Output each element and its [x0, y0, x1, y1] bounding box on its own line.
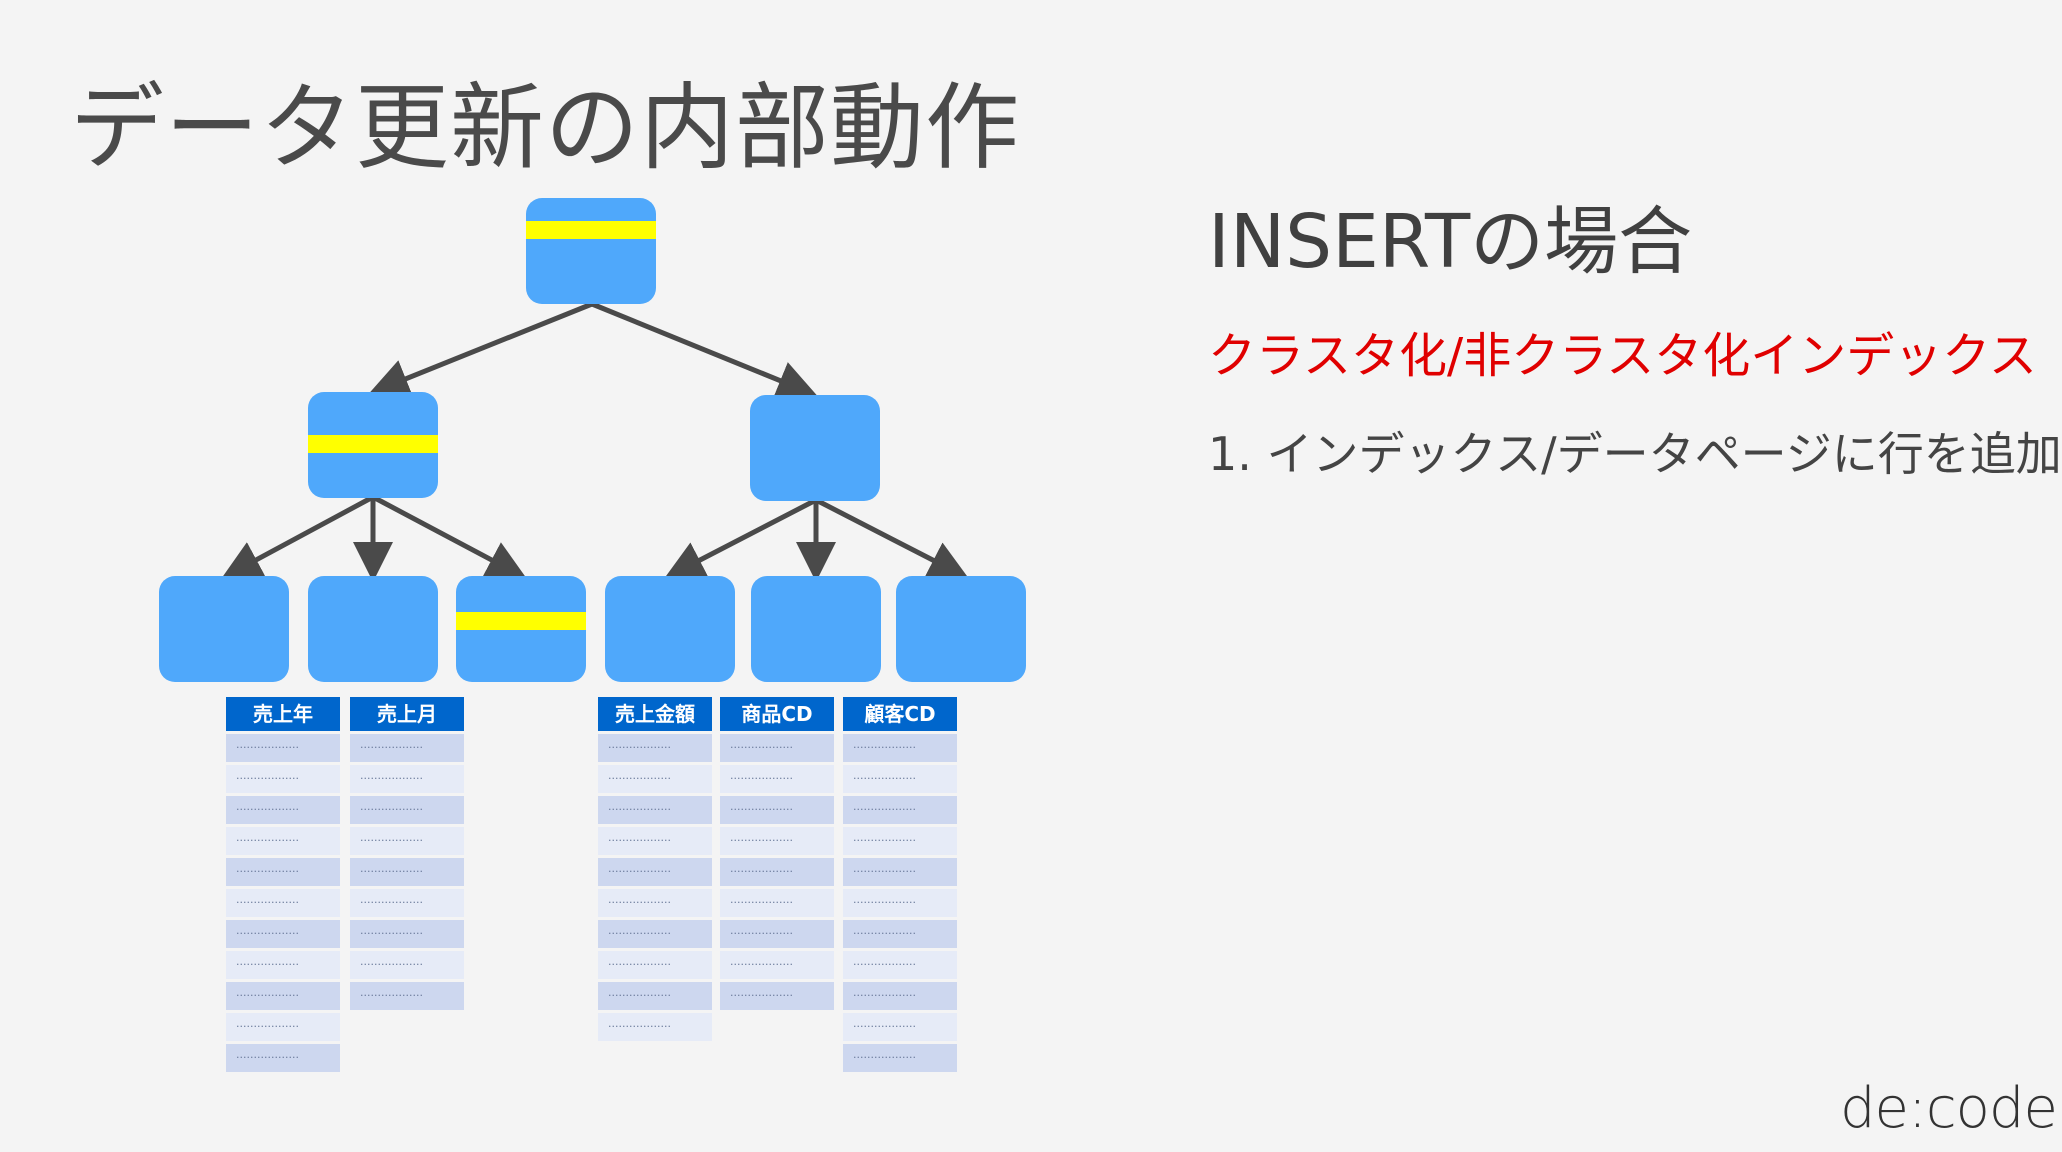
arrow-right-3: [814, 497, 969, 579]
table-row: ..................: [350, 858, 464, 886]
table-row: ..................: [843, 765, 957, 793]
table-row: ..................: [350, 982, 464, 1010]
arrow-left-1: [221, 494, 375, 579]
table-row: ..................: [843, 796, 957, 824]
table-row: ..................: [598, 1013, 712, 1041]
table-row: ..................: [720, 765, 834, 793]
table-row: ..................: [843, 920, 957, 948]
table-row: ..................: [598, 765, 712, 793]
column-table-product-cd: 商品CD ...................................…: [720, 697, 834, 1013]
insert-heading: INSERTの場合: [1208, 199, 1693, 285]
leaf-node-6: [896, 576, 1026, 682]
column-rows: ........................................…: [720, 734, 834, 1010]
table-row: ..................: [843, 1013, 957, 1041]
table-row: ..................: [226, 982, 340, 1010]
table-row: ..................: [226, 827, 340, 855]
table-row: ..................: [598, 827, 712, 855]
table-row: ..................: [843, 889, 957, 917]
column-header: 商品CD: [720, 697, 834, 731]
intermediate-node-right: [750, 395, 880, 501]
table-row: ..................: [598, 734, 712, 762]
table-row: ..................: [598, 858, 712, 886]
table-row: ..................: [598, 982, 712, 1010]
table-row: ..................: [843, 982, 957, 1010]
table-row: ..................: [598, 951, 712, 979]
leaf-node-2: [308, 576, 438, 682]
table-row: ..................: [598, 889, 712, 917]
table-row: ..................: [720, 796, 834, 824]
column-rows: ........................................…: [350, 734, 464, 1010]
intermediate-node-left: [308, 392, 438, 498]
arrow-left-3: [371, 494, 527, 579]
table-row: ..................: [226, 734, 340, 762]
table-row: ..................: [226, 765, 340, 793]
table-row: ..................: [350, 765, 464, 793]
table-row: ..................: [226, 858, 340, 886]
table-row: ..................: [843, 858, 957, 886]
leaf-node-5: [751, 576, 881, 682]
column-rows: ........................................…: [843, 734, 957, 1072]
table-row: ..................: [598, 920, 712, 948]
table-row: ..................: [720, 734, 834, 762]
slide-title: データ更新の内部動作: [70, 74, 1021, 183]
table-row: ..................: [226, 796, 340, 824]
table-row: ..................: [843, 951, 957, 979]
leaf-node-3: [456, 576, 586, 682]
table-row: ..................: [226, 889, 340, 917]
column-header: 売上金額: [598, 697, 712, 731]
decode-logo: de:code: [1840, 1076, 2058, 1141]
arrow-root-right: [591, 301, 818, 400]
table-row: ..................: [598, 796, 712, 824]
column-header: 売上月: [350, 697, 464, 731]
intermediate-left-highlight-row: [308, 435, 438, 453]
table-row: ..................: [350, 920, 464, 948]
step-1-text: 1. インデックス/データページに行を追加: [1208, 427, 2062, 481]
column-table-sales-amount: 売上金額 ...................................…: [598, 697, 712, 1044]
table-row: ..................: [843, 827, 957, 855]
table-row: ..................: [350, 889, 464, 917]
arrow-root-left: [368, 301, 593, 398]
root-node: [526, 198, 656, 304]
table-row: ..................: [720, 858, 834, 886]
column-header: 顧客CD: [843, 697, 957, 731]
arrow-right-1: [664, 497, 818, 579]
index-type-subtitle: クラスタ化/非クラスタ化インデックス: [1208, 328, 2037, 384]
leaf-3-highlight-row: [456, 612, 586, 630]
table-row: ..................: [720, 920, 834, 948]
table-row: ..................: [720, 889, 834, 917]
table-row: ..................: [843, 1044, 957, 1072]
column-header: 売上年: [226, 697, 340, 731]
table-row: ..................: [350, 734, 464, 762]
table-row: ..................: [843, 734, 957, 762]
root-highlight-row: [526, 221, 656, 239]
column-rows: ........................................…: [226, 734, 340, 1072]
table-row: ..................: [720, 951, 834, 979]
table-row: ..................: [226, 1044, 340, 1072]
table-row: ..................: [226, 1013, 340, 1041]
column-table-customer-cd: 顧客CD ...................................…: [843, 697, 957, 1075]
leaf-node-1: [159, 576, 289, 682]
table-row: ..................: [350, 796, 464, 824]
column-table-sales-month: 売上月 ....................................…: [350, 697, 464, 1013]
leaf-node-4: [605, 576, 735, 682]
table-row: ..................: [226, 951, 340, 979]
table-row: ..................: [350, 951, 464, 979]
column-table-sales-year: 売上年 ....................................…: [226, 697, 340, 1075]
column-rows: ........................................…: [598, 734, 712, 1041]
table-row: ..................: [350, 827, 464, 855]
table-row: ..................: [226, 920, 340, 948]
table-row: ..................: [720, 827, 834, 855]
table-row: ..................: [720, 982, 834, 1010]
